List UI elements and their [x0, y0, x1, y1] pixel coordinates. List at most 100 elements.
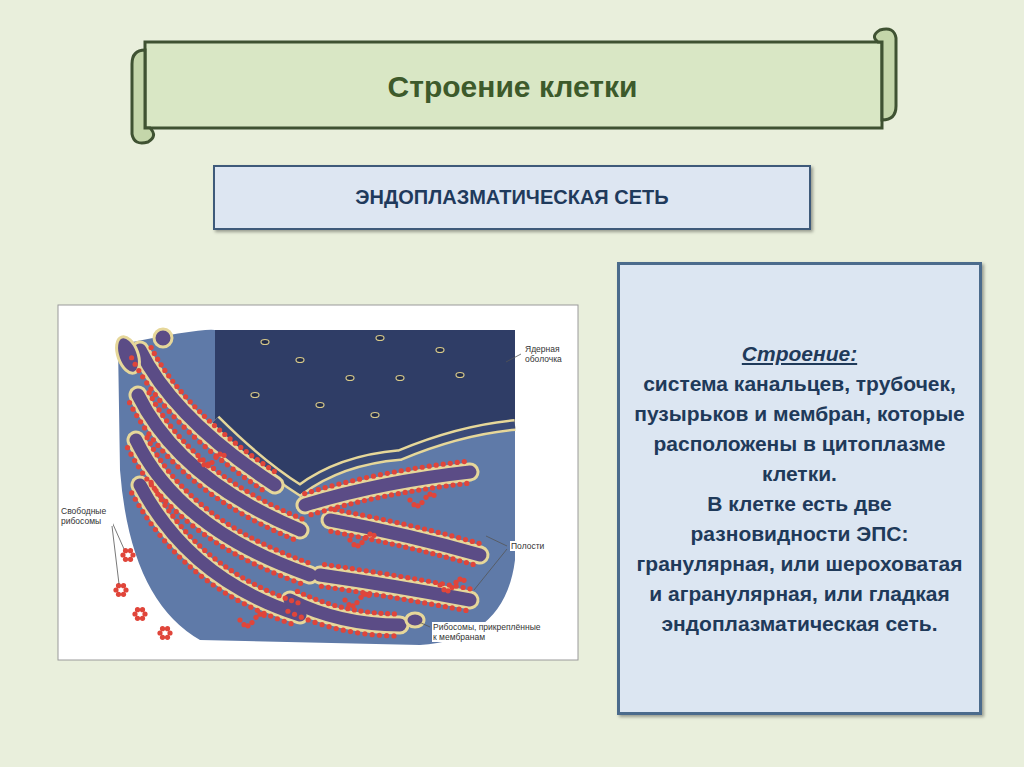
ribosome-dot [192, 479, 197, 484]
ribosome-dot [159, 362, 164, 367]
ribosome-dot [149, 345, 154, 350]
ribosome-dot [232, 525, 237, 530]
ribosome-dot [135, 616, 140, 621]
ribosome-dot [422, 600, 427, 605]
ribosome-dot [199, 502, 204, 507]
ribosome-dot [227, 504, 232, 509]
ribosome-dot [162, 368, 167, 373]
ribosome-dot [134, 413, 139, 418]
leader-lines [112, 354, 521, 627]
ribosome-dot [320, 599, 325, 604]
ribosome-dot [395, 596, 400, 601]
ribosome-dot [175, 464, 180, 469]
ribosome-dot [274, 505, 279, 510]
ribosome-dot [366, 593, 371, 598]
ribosome-dot [267, 544, 272, 549]
ribosome-dot [285, 576, 290, 581]
ribosome-dot [160, 413, 165, 418]
ribosome-dot [359, 540, 364, 545]
ribosome-dot [328, 529, 333, 534]
ribosome-dot [329, 483, 334, 488]
ribosome-dot [239, 555, 244, 560]
ribosome-dot [434, 463, 439, 468]
ribosome-dot [350, 566, 355, 571]
ribosome-dot [211, 582, 216, 587]
ribosome-dot [170, 379, 175, 384]
slide-title: Строение клетки [150, 52, 875, 122]
ribosome-dot [271, 528, 276, 533]
ribosome-dot [162, 538, 167, 543]
ribosome-dot [209, 492, 214, 497]
part-label: Полости [510, 541, 562, 551]
cisterna [330, 520, 480, 555]
ribosome-dot [216, 470, 221, 475]
ribosome-dot [186, 444, 191, 449]
ribosome-dot [261, 613, 266, 618]
ribosome-dot [160, 626, 165, 631]
ribosome-dot [289, 598, 294, 603]
ribosome-dot [151, 447, 156, 452]
ribosome-dot [249, 620, 254, 625]
ribosome-dot [234, 572, 239, 577]
ribosome-dot [388, 594, 393, 599]
ribosome-dot [172, 429, 177, 434]
ribosome-dot [420, 465, 425, 470]
ribosome-dot [220, 544, 225, 549]
ribosome-dot [309, 489, 314, 494]
ribosome-dot [305, 560, 310, 565]
ribosome-dot [197, 483, 202, 488]
ribosome-dot [181, 469, 186, 474]
ribosome-dot [278, 531, 283, 536]
ribosome-dot [385, 611, 390, 616]
ribosome-dot [293, 555, 298, 560]
ribosome-dot [403, 490, 408, 495]
ribosome-dot [165, 635, 170, 640]
ribosome-dot [261, 542, 266, 547]
ribosome-dot [129, 355, 134, 360]
part-label: Рибосомы, прикреплённые к мембранам [432, 622, 546, 642]
image-frame [58, 305, 578, 660]
ribosome-dot [381, 593, 386, 598]
ribosome-dot [362, 536, 367, 541]
ribosome-dot [258, 564, 263, 569]
ribosome-dot [157, 533, 162, 538]
ribosome-dot [113, 587, 118, 592]
ribosome-dot [148, 441, 153, 446]
ribosome-dot [189, 493, 194, 498]
ribosome-dot [165, 626, 170, 631]
ribosome-dot [298, 581, 303, 586]
ribosome-dot [155, 443, 160, 448]
ribosome-dot [389, 492, 394, 497]
ribosome-dot [390, 541, 395, 546]
ribosome-dot [457, 482, 462, 487]
ribosome-dot [252, 561, 257, 566]
ribosome-dot [246, 515, 251, 520]
ribosome-dot [332, 507, 337, 512]
ribosome-dot [130, 552, 135, 557]
ribosome-dot [419, 577, 424, 582]
ribosome-dot [223, 564, 228, 569]
ribosome-dot [159, 497, 164, 502]
ribosome-dot [343, 565, 348, 570]
ribosome-dot [398, 574, 403, 579]
ribosome-dot [367, 514, 372, 519]
description-box: Строение:система канальцев, трубочек, пу… [617, 262, 982, 715]
ribosome-dot [186, 474, 191, 479]
ribosome-dot [423, 486, 428, 491]
ribosome-dot [274, 547, 279, 552]
ribosome-dot [456, 607, 461, 612]
ribosome-dot [215, 514, 220, 519]
ribosome-dot [271, 570, 276, 575]
ribosome-dot [177, 554, 182, 559]
ribosome-dot [196, 528, 201, 533]
ribosome-dot [188, 534, 193, 539]
ribosome-dot [135, 607, 140, 612]
ribosome-dot [288, 621, 293, 626]
ribosome-dot [221, 453, 226, 458]
ribosome-dot [208, 449, 213, 454]
ribosome-dot [342, 597, 347, 602]
cisterna [305, 472, 470, 505]
ribosome-dot [419, 500, 424, 505]
ribosome-dot [377, 633, 382, 638]
ribosome-dot [154, 452, 159, 457]
